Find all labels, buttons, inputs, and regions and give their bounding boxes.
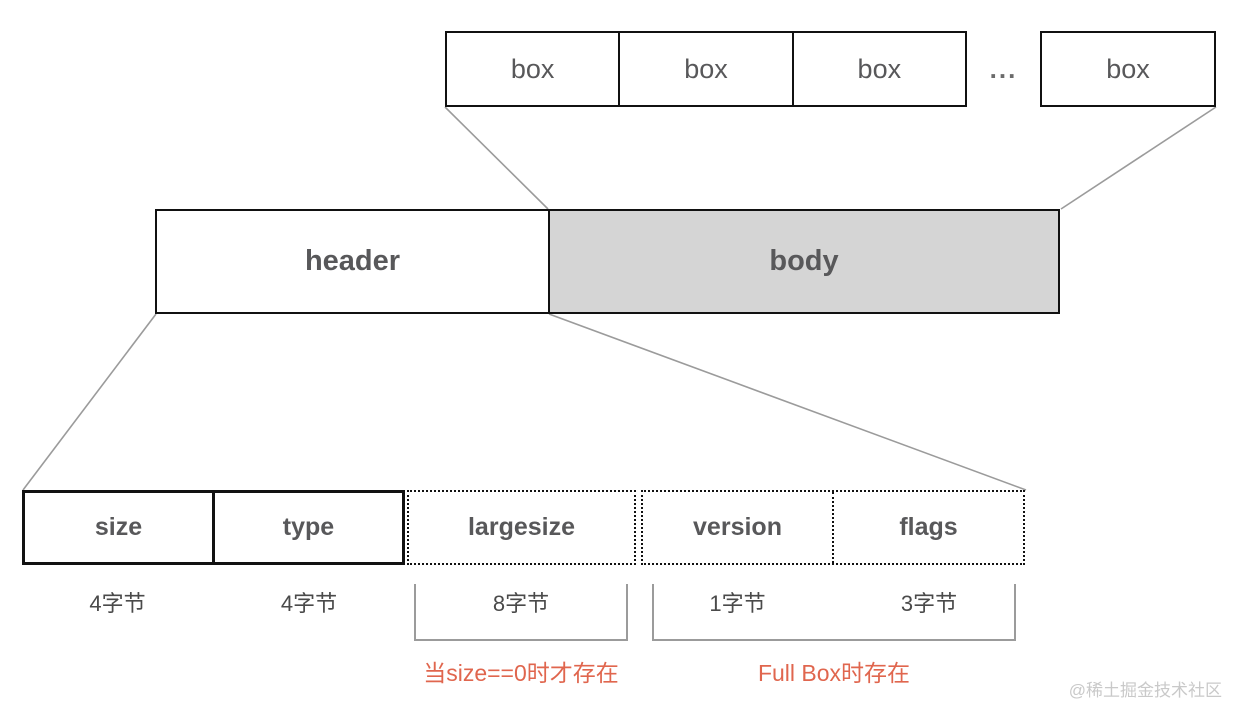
body-cell: body [548,211,1058,312]
connector-header-to-fields-left [22,313,157,491]
connector-body-to-boxes-right [1060,106,1217,210]
box-cell: box [510,53,555,84]
ellipsis-label: ... [989,53,1018,84]
field-size: size [94,513,143,541]
watermark-text: @稀土掘金技术社区 [1068,681,1222,700]
field-largesize: largesize [407,490,636,565]
bytes-label-type: 4字节 [280,591,338,616]
field-version: version [693,513,782,541]
box-cell: box [618,33,791,105]
field-type: type [212,493,402,562]
box-sequence: box box box [445,31,967,107]
box-cell-last: box [1040,31,1216,107]
connector-body-to-boxes-left [444,106,549,210]
bracket-largesize [414,584,628,641]
header-cell: header [157,211,548,312]
box-cell: box [791,33,965,105]
bytes-label-flags: 3字节 [900,591,958,616]
mandatory-fields-group: size type [22,490,405,565]
fullbox-fields-group: version flags [641,490,1025,565]
field-flags: flags [832,492,1023,563]
bracket-fullbox [652,584,1016,641]
bytes-label-largesize: 8字节 [492,591,550,616]
bytes-label-version: 1字节 [709,591,766,616]
connector-header-to-fields-right [548,313,1027,491]
bytes-label-size: 4字节 [89,591,146,616]
header-body-row: header body [155,209,1060,314]
annotation-largesize-condition: 当size==0时才存在 [423,660,619,686]
annotation-fullbox-condition: Full Box时存在 [757,660,911,686]
